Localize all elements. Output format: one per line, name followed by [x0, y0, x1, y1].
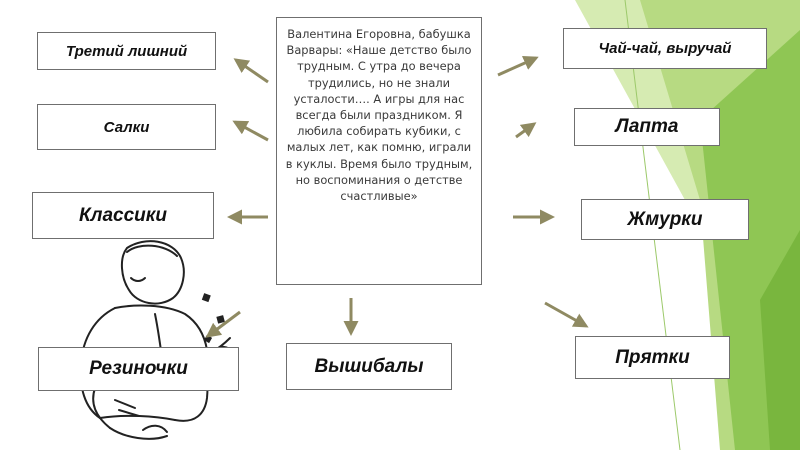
- game-label: Чай-чай, выручай: [599, 40, 732, 57]
- grandmother-quote-text: Валентина Егоровна, бабушка Варвары: «На…: [286, 27, 473, 203]
- game-zhmurki: Жмурки: [581, 199, 749, 240]
- arrow-to-salki: [235, 122, 268, 140]
- game-label: Вышибалы: [314, 356, 423, 378]
- game-label: Резиночки: [89, 358, 188, 380]
- game-label: Прятки: [615, 347, 690, 369]
- game-klassiki: Классики: [32, 192, 214, 239]
- game-lapta: Лапта: [574, 108, 720, 146]
- game-label: Лапта: [616, 116, 679, 138]
- game-label: Салки: [104, 119, 150, 136]
- game-vyshibaly: Вышибалы: [286, 343, 452, 390]
- game-pryatki: Прятки: [575, 336, 730, 379]
- game-rezinochki: Резиночки: [38, 347, 239, 391]
- game-label: Жмурки: [627, 209, 702, 231]
- arrow-to-chai: [498, 58, 536, 75]
- game-label: Третий лишний: [66, 43, 187, 60]
- grandmother-quote-box: Валентина Егоровна, бабушка Варвары: «На…: [276, 17, 482, 285]
- arrow-to-tretiy: [236, 60, 268, 82]
- arrow-to-lapta: [516, 124, 534, 137]
- game-salki: Салки: [37, 104, 216, 150]
- game-tretiy-lishniy: Третий лишний: [37, 32, 216, 70]
- game-label: Классики: [79, 205, 167, 227]
- arrow-to-rezinochki: [208, 312, 240, 336]
- arrow-to-pryatki: [545, 303, 586, 326]
- game-chai-chai-vyruchai: Чай-чай, выручай: [563, 28, 767, 69]
